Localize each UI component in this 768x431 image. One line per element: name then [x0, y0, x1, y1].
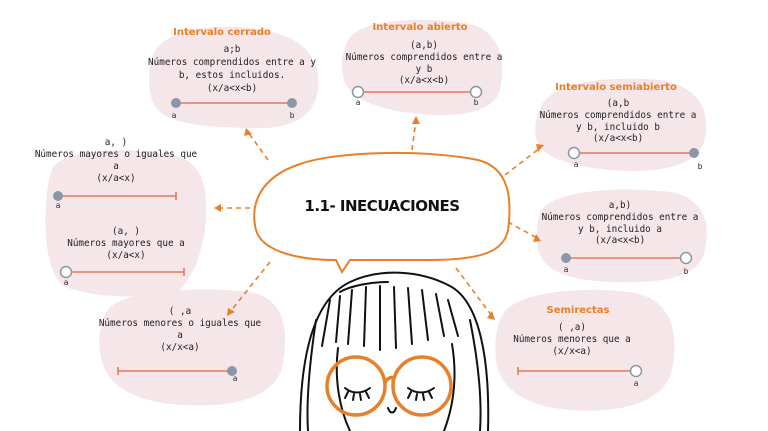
- point-open: [59, 265, 73, 279]
- blob-mayores: [45, 150, 207, 297]
- semirectas-desc: Números menores que a: [513, 334, 631, 345]
- point-label-a: a: [63, 278, 69, 287]
- point-label-b: b: [473, 98, 479, 107]
- point-closed: [689, 148, 699, 158]
- point-open: [629, 364, 643, 378]
- semi1-desc-2: y b, incluido b: [576, 122, 660, 133]
- semirectas-set: (x/x<a): [552, 346, 592, 357]
- point-label-b: b: [697, 162, 703, 171]
- point-label-a: a: [633, 379, 639, 388]
- mayores-iguales-desc-1: Números mayores o iguales que: [34, 149, 198, 160]
- cerrado-desc-2: b, estos incluidos.: [178, 70, 286, 81]
- abierto-desc-2: y b: [415, 64, 433, 75]
- semi2-desc-2: y b, incluido a: [578, 224, 662, 235]
- point-label-a: a: [355, 98, 361, 107]
- cerrado-desc-1: Números comprendidos entre a y: [148, 57, 316, 68]
- point-open: [567, 146, 581, 160]
- blob-menores-iguales: [99, 289, 286, 406]
- blob-semi2: [536, 189, 707, 283]
- point-label-a: a: [55, 201, 61, 210]
- point-label-b: b: [683, 267, 689, 276]
- mayores-iguales-desc-2: a: [113, 161, 119, 172]
- mayores-iguales-set: (x/a<x): [96, 173, 136, 184]
- mayores-desc: Números mayores que a: [67, 238, 185, 249]
- point-label-a: a: [573, 160, 579, 169]
- semi2-set: (x/a<x<b): [594, 235, 646, 246]
- girl-illustration: [299, 271, 490, 431]
- semi1-desc-1: Números comprendidos entre a: [539, 110, 697, 121]
- point-closed: [287, 98, 297, 108]
- point-open: [469, 85, 483, 99]
- point-label-a: a: [171, 111, 177, 120]
- menores-iguales-desc-1: Números menores o iguales que: [98, 318, 262, 329]
- abierto-desc-1: Números comprendidos entre a: [345, 52, 503, 63]
- title-intervalo-cerrado: Intervalo cerrado: [173, 27, 271, 38]
- semirectas-notation: ( ,a): [558, 322, 586, 333]
- point-closed: [53, 191, 63, 201]
- semi2-notation: a,b): [608, 200, 632, 211]
- center-bubble: [253, 151, 511, 274]
- arrows: [218, 119, 541, 317]
- point-open: [351, 85, 365, 99]
- mayores-notation: (a, ): [112, 226, 140, 237]
- menores-iguales-set: (x/x<a): [160, 342, 200, 353]
- abierto-notation: (a,b): [410, 40, 438, 51]
- point-closed: [227, 366, 237, 376]
- line-end-ticks: [117, 192, 519, 375]
- title-semirectas: Semirectas: [546, 305, 610, 316]
- semi1-notation: (a,b: [606, 98, 630, 109]
- mayores-iguales-notation: a, ): [104, 137, 128, 148]
- point-open: [679, 251, 693, 265]
- point-closed: [171, 98, 181, 108]
- number-lines: [58, 91, 694, 372]
- glasses: [325, 355, 453, 417]
- arrow-heads: [214, 116, 544, 320]
- center-title: 1.1- INECUACIONES: [304, 197, 460, 215]
- blob-semi1: [535, 78, 707, 171]
- menores-iguales-notation: ( ,a: [168, 306, 192, 317]
- blob-semirectas: [495, 289, 675, 411]
- point-closed: [561, 253, 571, 263]
- semi2-desc-1: Números comprendidos entre a: [541, 212, 699, 223]
- menores-iguales-desc-2: a: [177, 330, 183, 341]
- cerrado-notation: a;b: [223, 44, 241, 55]
- mayores-set: (x/a<x): [106, 250, 146, 261]
- title-intervalo-semiabierto: Intervalo semiabierto: [555, 82, 677, 93]
- point-label-b: b: [289, 111, 295, 120]
- cerrado-set: (x/a<x<b): [206, 83, 258, 94]
- title-intervalo-abierto: Intervalo abierto: [372, 22, 468, 33]
- point-label-a: a: [232, 374, 238, 383]
- semi1-set: (x/a<x<b): [592, 133, 644, 144]
- point-label-a: a: [563, 265, 569, 274]
- abierto-set: (x/a<x<b): [398, 75, 450, 86]
